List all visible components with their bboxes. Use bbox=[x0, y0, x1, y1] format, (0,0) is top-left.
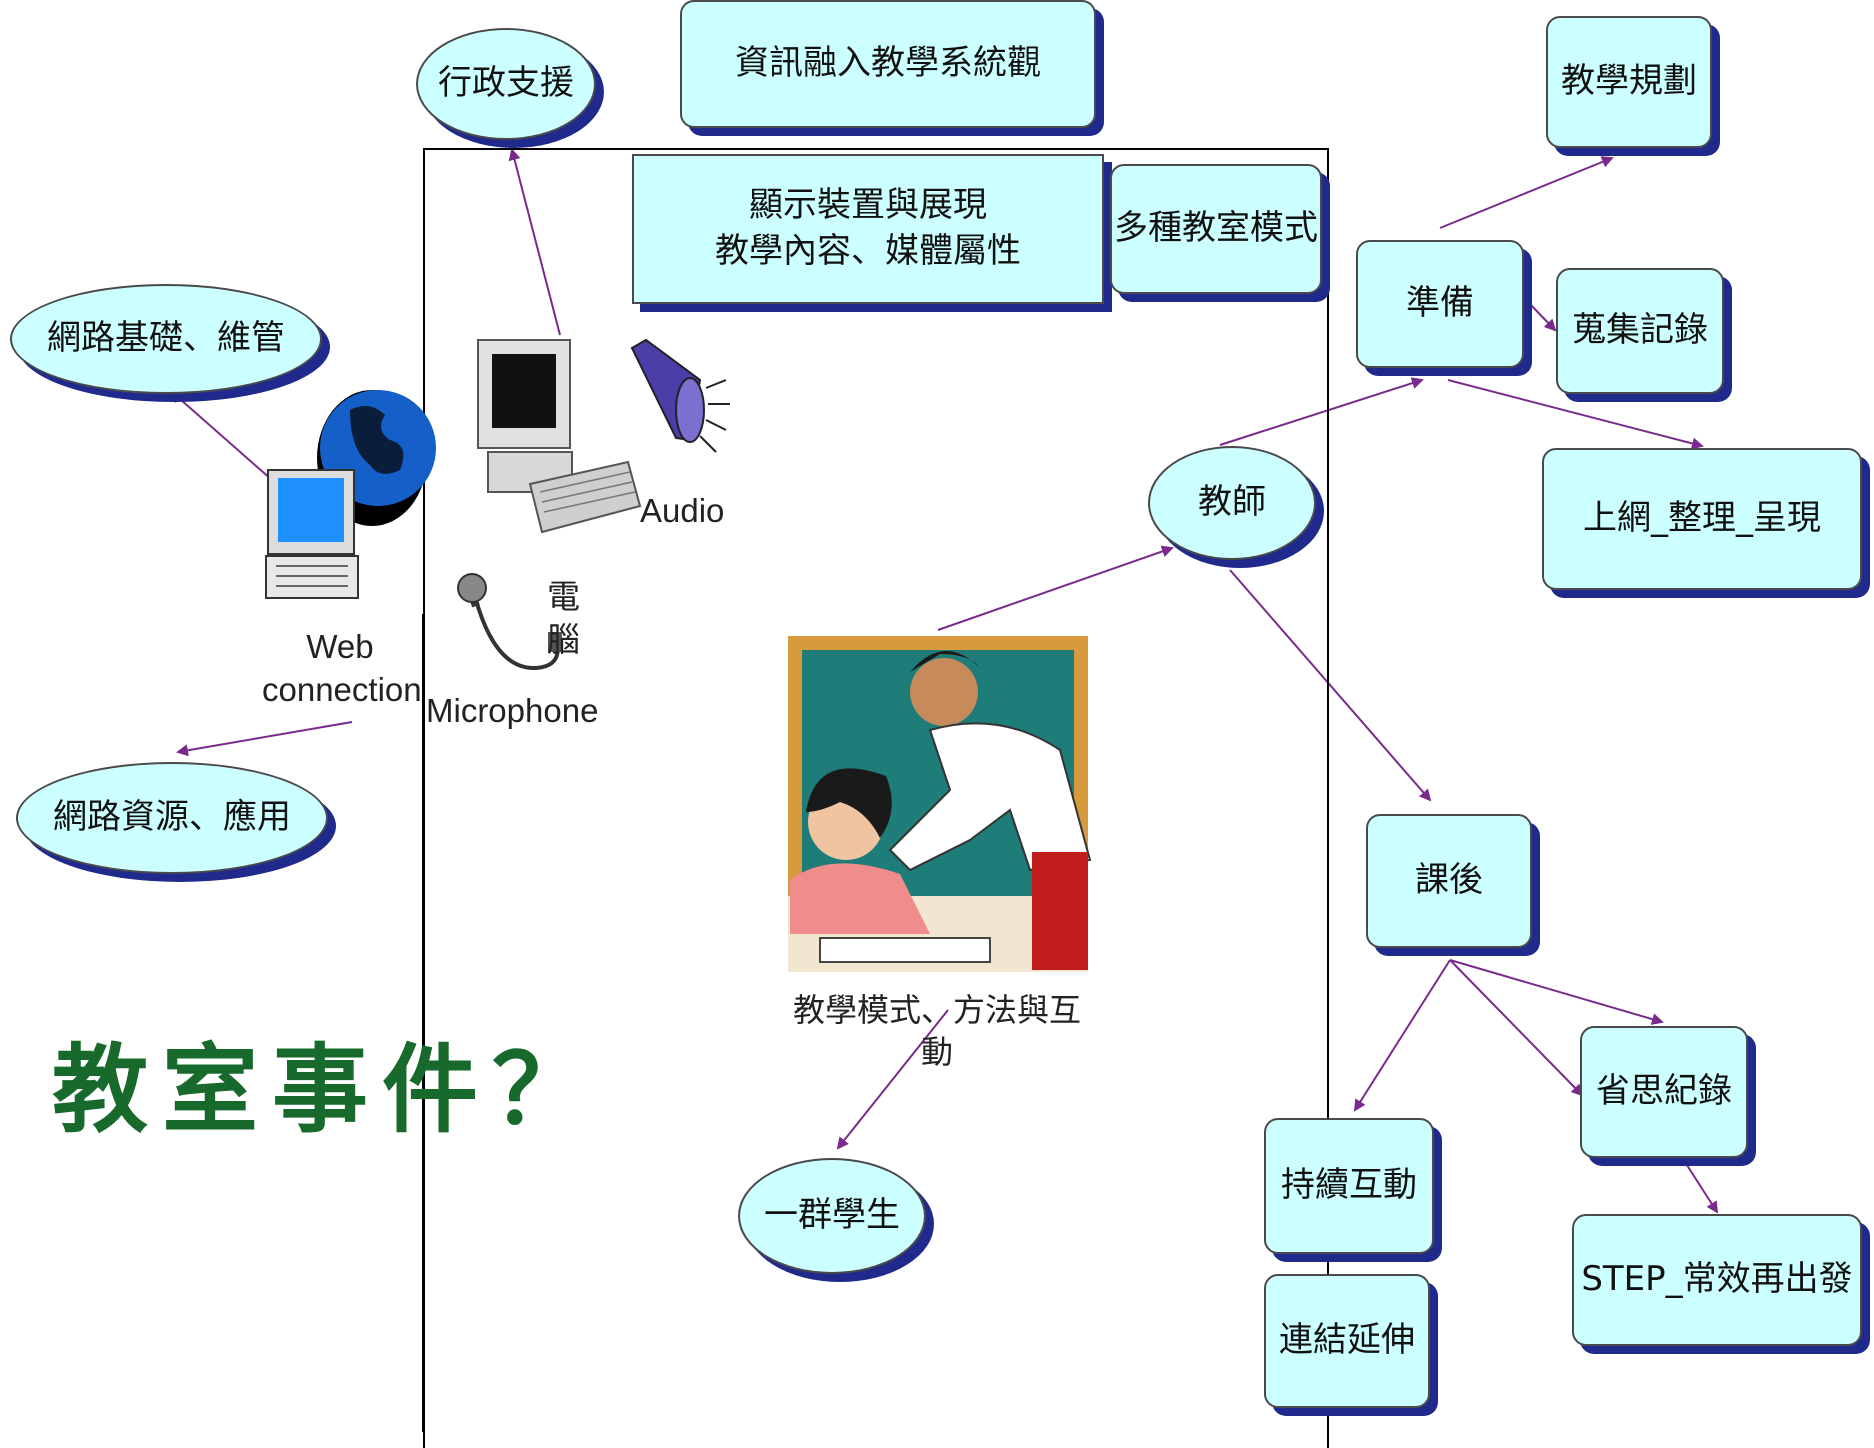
link-extend-node: 連結延伸 bbox=[1264, 1274, 1430, 1408]
step-restart-node: STEP_常效再出發 bbox=[1572, 1214, 1862, 1346]
boundary-left-line bbox=[422, 614, 424, 1432]
online-organize-node: 上網_整理_呈現 bbox=[1542, 448, 1862, 590]
arrow-after-to-reflection bbox=[1449, 959, 1664, 1025]
arrow-after-to-continuous bbox=[1353, 959, 1451, 1112]
multi-classroom-node: 多種教室模式 bbox=[1110, 164, 1322, 294]
students-node: 一群學生 bbox=[738, 1158, 926, 1274]
reflection-record-node: 省思紀錄 bbox=[1580, 1026, 1748, 1158]
network-basics-node: 網路基礎、維管 bbox=[10, 284, 322, 394]
audio-label: Audio bbox=[640, 492, 725, 529]
display-line1: 顯示裝置與展現 bbox=[749, 185, 987, 226]
display-node: 顯示裝置與展現 教學內容、媒體屬性 bbox=[632, 154, 1104, 304]
web-connection-label: Web connection bbox=[262, 626, 422, 712]
arrow-computer-to-admin bbox=[508, 148, 561, 336]
prepare-node: 準備 bbox=[1356, 240, 1524, 368]
arrow-teacher-image-to-teacher bbox=[937, 545, 1174, 631]
arrow-prepare-to-plan bbox=[1439, 156, 1614, 229]
classroom-event-question: 教室事件？ bbox=[52, 1033, 602, 1146]
network-resources-node: 網路資源、應用 bbox=[16, 762, 328, 874]
arrow-prepare-to-online bbox=[1447, 379, 1704, 450]
admin-support-node: 行政支援 bbox=[416, 28, 596, 140]
teaching-mode-label: 教學模式、方法與互動 bbox=[792, 992, 1081, 1070]
arrow-teacher-to-prepare bbox=[1219, 377, 1424, 446]
arrow-teacher-to-after bbox=[1229, 569, 1432, 802]
display-line2: 教學內容、媒體屬性 bbox=[715, 231, 1021, 271]
arrow-web-to-network-basics bbox=[170, 390, 273, 481]
continuous-interaction-node: 持續互動 bbox=[1264, 1118, 1434, 1254]
title-node: 資訊融入教學系統觀 bbox=[680, 0, 1096, 128]
system-boundary-frame bbox=[423, 148, 1329, 1448]
web-label-line2: connection bbox=[262, 670, 422, 708]
teacher-node: 教師 bbox=[1148, 446, 1316, 560]
microphone-label: Microphone bbox=[426, 692, 599, 729]
arrow-web-to-network-resources bbox=[176, 721, 353, 757]
arrow-mode-to-students bbox=[836, 1009, 949, 1150]
computer-label: 電腦 bbox=[547, 578, 580, 658]
arrow-reflection-to-step bbox=[1684, 1161, 1719, 1214]
arrow-after-to-reflection-2 bbox=[1449, 959, 1584, 1097]
web-label-line1: Web bbox=[306, 628, 374, 665]
collect-record-node: 蒐集記錄 bbox=[1556, 268, 1724, 394]
after-class-node: 課後 bbox=[1366, 814, 1532, 948]
arrow-prepare-to-collect bbox=[1527, 301, 1557, 332]
teaching-plan-node: 教學規劃 bbox=[1546, 16, 1712, 148]
